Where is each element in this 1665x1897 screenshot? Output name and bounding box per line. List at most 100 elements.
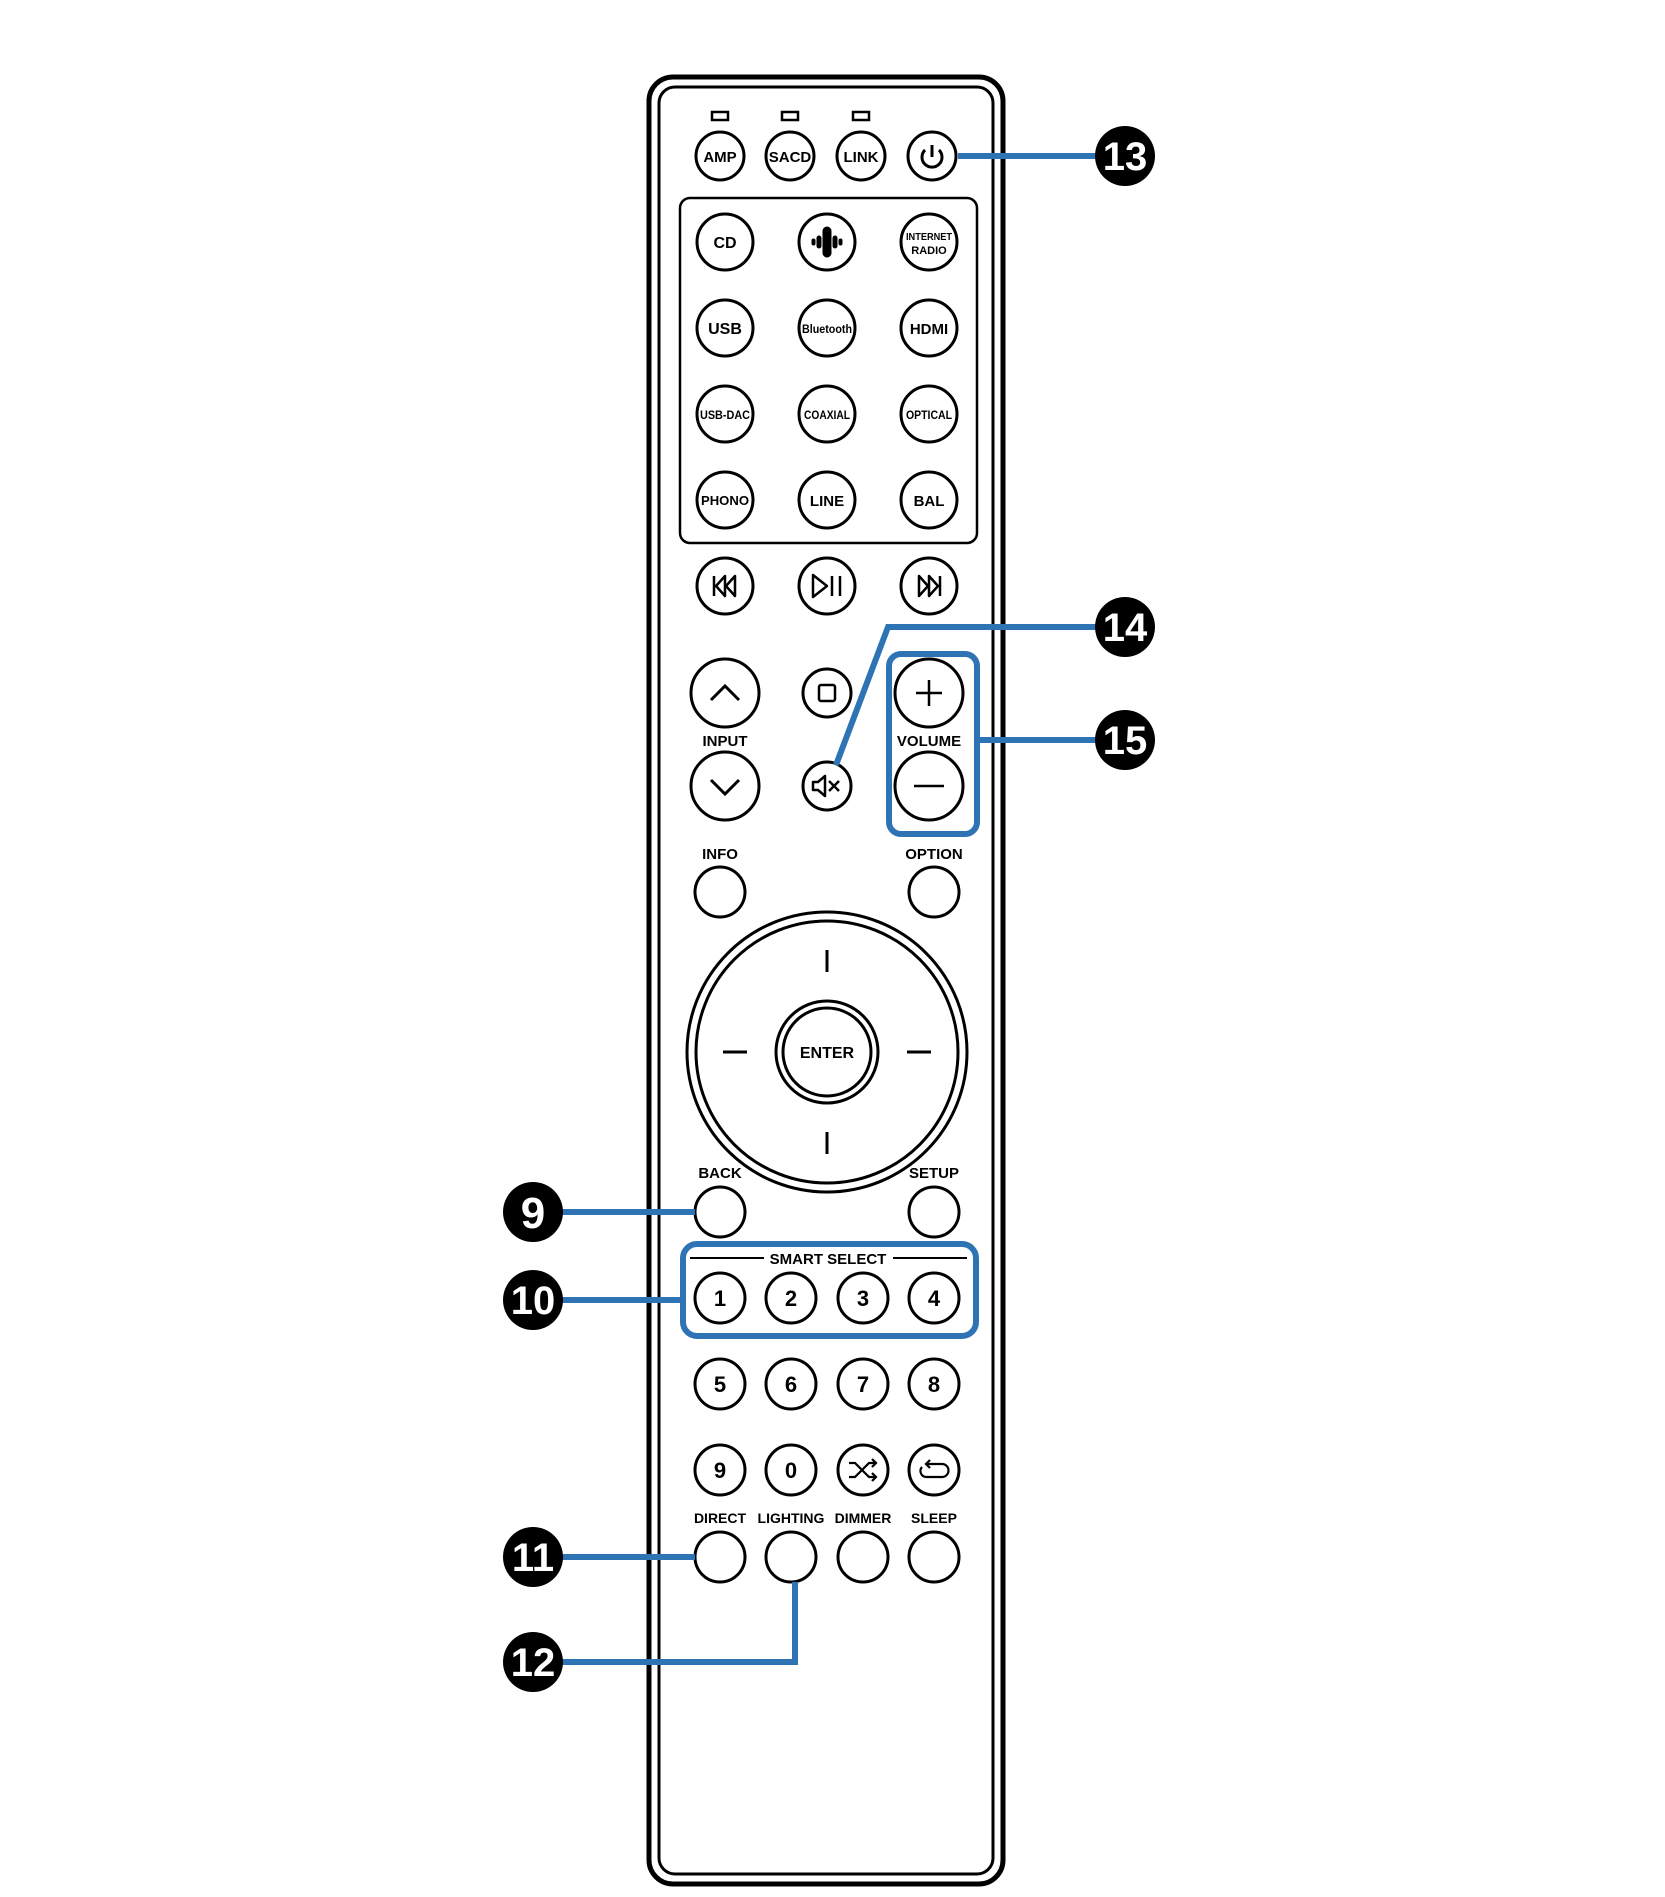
radio-label: RADIO: [911, 245, 947, 257]
smart-select-2-button[interactable]: 2: [764, 1271, 818, 1325]
stop-button[interactable]: [801, 667, 853, 719]
smart-select-1-button[interactable]: 1: [693, 1271, 747, 1325]
internet-label: INTERNET: [906, 231, 953, 243]
input-up-button[interactable]: [689, 657, 761, 729]
enter-label: ENTER: [800, 1045, 855, 1062]
skip-back-icon: [712, 574, 737, 598]
volume-label: VOLUME: [897, 733, 961, 750]
stop-icon: [817, 683, 837, 703]
enter-button[interactable]: ENTER: [774, 999, 880, 1105]
amp-label: AMP: [703, 149, 736, 166]
source-cd-button[interactable]: CD: [695, 212, 755, 272]
input-down-button[interactable]: [689, 750, 761, 822]
info-label: INFO: [702, 846, 738, 863]
back-label: BACK: [698, 1165, 741, 1182]
smart-select-label: SMART SELECT: [770, 1251, 887, 1268]
number-6-label: 6: [785, 1372, 797, 1397]
amp-button[interactable]: AMP: [694, 130, 746, 182]
setup-button[interactable]: [907, 1185, 961, 1239]
source-internet-radio-button[interactable]: INTERNET RADIO: [899, 212, 959, 272]
source-bal-button[interactable]: BAL: [899, 470, 959, 530]
number-5-button[interactable]: 5: [693, 1357, 747, 1411]
info-button[interactable]: [693, 865, 747, 919]
smart-select-1-label: 1: [714, 1286, 726, 1311]
power-button[interactable]: [906, 130, 958, 182]
previous-track-button[interactable]: [695, 556, 755, 616]
number-5-label: 5: [714, 1372, 726, 1397]
play-pause-icon: [811, 573, 842, 599]
callout-lines: [560, 153, 1100, 1665]
callout-14-label: 14: [1103, 606, 1148, 650]
source-phono-button[interactable]: PHONO: [695, 470, 755, 530]
callout-10-label: 10: [511, 1279, 556, 1323]
number-8-label: 8: [928, 1372, 940, 1397]
direct-button[interactable]: [693, 1530, 747, 1584]
source-heos-button[interactable]: [797, 212, 857, 272]
callout-12: 12: [503, 1632, 563, 1692]
back-button[interactable]: [693, 1185, 747, 1239]
number-9-button[interactable]: 9: [693, 1443, 747, 1497]
link-button[interactable]: LINK: [835, 130, 887, 182]
cd-label: CD: [713, 235, 736, 252]
usb-label: USB: [708, 321, 742, 338]
source-usb-button[interactable]: USB: [695, 298, 755, 358]
direct-label: DIRECT: [694, 1510, 747, 1526]
source-hdmi-button[interactable]: HDMI: [899, 298, 959, 358]
link-label: LINK: [844, 149, 879, 166]
source-optical-button[interactable]: OPTICAL: [899, 384, 959, 444]
next-track-button[interactable]: [899, 556, 959, 616]
hdmi-label: HDMI: [910, 321, 948, 338]
number-8-button[interactable]: 8: [907, 1357, 961, 1411]
shuffle-icon: [849, 1458, 878, 1482]
plus-icon: [916, 680, 942, 706]
setup-label: SETUP: [909, 1165, 959, 1182]
repeat-icon: [919, 1459, 950, 1479]
callout-14: 14: [1095, 597, 1155, 657]
phono-label: PHONO: [701, 493, 749, 508]
number-0-button[interactable]: 0: [764, 1443, 818, 1497]
callout-11-label: 11: [512, 1536, 554, 1580]
callout-10: 10: [503, 1270, 563, 1330]
source-bluetooth-button[interactable]: Bluetooth: [797, 298, 857, 358]
repeat-button[interactable]: [907, 1443, 961, 1497]
smart-select-3-label: 3: [857, 1286, 869, 1311]
sacd-label: SACD: [769, 149, 812, 166]
number-6-button[interactable]: 6: [764, 1357, 818, 1411]
number-7-button[interactable]: 7: [836, 1357, 890, 1411]
volume-down-button[interactable]: [893, 750, 965, 822]
play-pause-button[interactable]: [797, 556, 857, 616]
heos-icon: [811, 226, 843, 258]
power-icon: [920, 145, 944, 169]
source-coaxial-button[interactable]: COAXIAL: [797, 384, 857, 444]
smart-select-2-label: 2: [785, 1286, 797, 1311]
sleep-label: SLEEP: [911, 1510, 957, 1526]
mute-button[interactable]: [801, 760, 853, 812]
dimmer-button[interactable]: [836, 1530, 890, 1584]
callout-13-label: 13: [1103, 135, 1148, 179]
sleep-button[interactable]: [907, 1530, 961, 1584]
coaxial-label: COAXIAL: [804, 408, 850, 422]
line-label: LINE: [810, 493, 844, 510]
lighting-button[interactable]: [764, 1530, 818, 1584]
callout-9-label: 9: [521, 1189, 545, 1238]
callout-9: 9: [503, 1182, 563, 1242]
source-usb-dac-button[interactable]: USB-DAC: [695, 384, 755, 444]
optical-label: OPTICAL: [906, 408, 952, 422]
callout-13: 13: [1095, 126, 1155, 186]
random-button[interactable]: [836, 1443, 890, 1497]
callout-15: 15: [1095, 710, 1155, 770]
sacd-button[interactable]: SACD: [764, 130, 816, 182]
smart-select-3-button[interactable]: 3: [836, 1271, 890, 1325]
chevron-down-icon: [709, 778, 741, 797]
volume-up-button[interactable]: [893, 657, 965, 729]
callout-11: 11: [503, 1527, 563, 1587]
number-9-label: 9: [714, 1458, 726, 1483]
number-7-label: 7: [857, 1372, 869, 1397]
dimmer-label: DIMMER: [835, 1510, 892, 1526]
source-line-button[interactable]: LINE: [797, 470, 857, 530]
bluetooth-label: Bluetooth: [802, 322, 852, 336]
option-button[interactable]: [907, 865, 961, 919]
input-label: INPUT: [703, 733, 748, 750]
smart-select-4-button[interactable]: 4: [907, 1271, 961, 1325]
